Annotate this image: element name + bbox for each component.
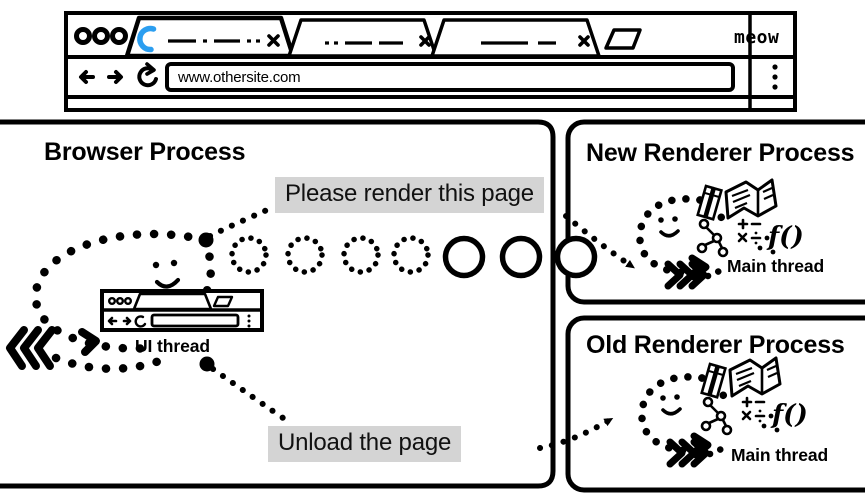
tab-active[interactable] [124, 15, 296, 59]
unload-request-connector [199, 356, 295, 427]
nav-forward-icon[interactable] [107, 70, 123, 84]
browser-process-panel-outline [0, 119, 556, 489]
tab-second[interactable] [287, 18, 438, 58]
new-renderer-face-icon [658, 216, 680, 238]
old-renderer-face-icon [660, 394, 682, 416]
ui-thread-loop-arrow [78, 328, 100, 356]
tab-loading-spinner-icon [137, 25, 157, 53]
old-renderer-speed-chevrons-icon [666, 438, 710, 468]
render-request-message: Please render this page [275, 177, 544, 213]
new-renderer-sparkle-dots [757, 235, 776, 255]
nav-reload-icon[interactable] [137, 62, 158, 88]
browser-brand-label: meow [734, 27, 780, 48]
ui-thread-speed-chevrons-icon [6, 326, 56, 370]
ui-thread-browser-window-icon [100, 289, 264, 332]
new-renderer-process-title: New Renderer Process [586, 139, 855, 167]
render-request-connector [207, 203, 279, 239]
old-renderer-function-glyph: f() [770, 400, 808, 430]
ui-thread-loop-tail [51, 353, 167, 373]
window-controls[interactable] [74, 27, 128, 45]
url-bar-box[interactable] [165, 62, 735, 92]
new-tab-button[interactable] [604, 28, 642, 50]
nav-back-icon[interactable] [79, 70, 95, 84]
old-renderer-process-title: Old Renderer Process [586, 331, 845, 359]
ui-thread-label: UI thread [135, 336, 210, 356]
old-renderer-main-thread-label: Main thread [731, 445, 829, 465]
ui-thread-timeline-circles [198, 232, 598, 279]
unload-request-message: Unload the page [268, 426, 462, 462]
new-renderer-speed-chevrons-icon [664, 260, 708, 290]
old-renderer-tools-icon [700, 356, 782, 436]
render-request-arrow [563, 213, 635, 269]
old-renderer-thread-loop [638, 373, 728, 455]
browser-process-title: Browser Process [44, 138, 246, 166]
old-renderer-process-panel-outline [565, 315, 865, 493]
old-renderer-chevron-tail [706, 443, 734, 458]
url-text[interactable]: www.othersite.com [178, 69, 301, 86]
tab-close-icons[interactable] [267, 34, 590, 47]
new-renderer-tools-icon [696, 178, 778, 258]
ui-thread-face-icon [152, 259, 181, 289]
old-renderer-sparkle-dots [761, 413, 780, 433]
tab-third[interactable] [430, 18, 601, 58]
new-renderer-function-glyph: f() [766, 222, 804, 252]
new-renderer-thread-loop [636, 195, 726, 277]
new-renderer-main-thread-label: Main thread [727, 256, 825, 276]
browser-menu-icon[interactable] [772, 64, 778, 90]
new-renderer-chevron-tail [704, 265, 732, 280]
